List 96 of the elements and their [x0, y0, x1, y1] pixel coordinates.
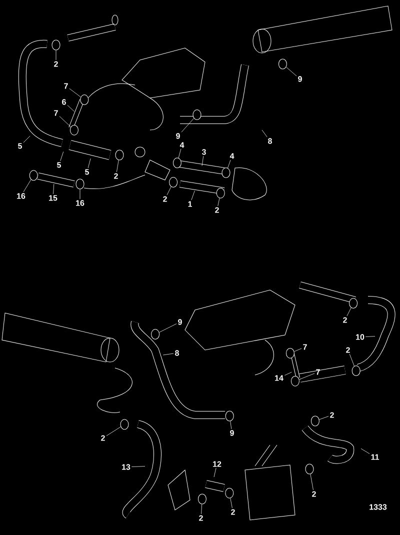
hose-clamp: [225, 410, 234, 422]
leader-line: [166, 186, 172, 196]
leader-line: [23, 179, 32, 192]
leader-line: [159, 324, 177, 333]
leader-line: [60, 152, 64, 162]
leader-line: [346, 308, 352, 316]
leader-line: [59, 116, 72, 128]
leader-line: [181, 118, 194, 132]
figure-number: 1333: [370, 504, 387, 510]
callout-number: 7: [316, 369, 320, 375]
callout-number: 5: [85, 169, 89, 175]
hose-clamp: [192, 110, 202, 120]
callout-number: 2: [312, 491, 316, 497]
callout-number: 9: [298, 76, 302, 82]
leader-line: [286, 66, 297, 76]
callout-number: 2: [199, 515, 203, 521]
callout-number: 4: [180, 142, 184, 148]
leader-line: [67, 104, 74, 112]
leader-line: [230, 498, 232, 508]
hose-clamp: [80, 94, 89, 106]
hose-clamp: [198, 494, 206, 504]
hose-clamp: [225, 488, 234, 498]
leader-line: [299, 373, 315, 380]
leader-line: [178, 148, 182, 158]
callout-number: 1: [188, 201, 192, 207]
leader-line: [162, 353, 174, 356]
callout-number: 12: [213, 461, 222, 467]
hose-clamp: [76, 178, 84, 190]
callout-number: 2: [101, 435, 105, 441]
callout-number: 16: [17, 193, 26, 199]
leader-line: [69, 88, 81, 98]
callout-number: 7: [54, 110, 58, 116]
callout-number: 8: [175, 350, 179, 356]
callout-number: 2: [346, 347, 350, 353]
callout-number: 5: [18, 143, 22, 149]
callout-number: 2: [114, 173, 118, 179]
leader-line: [310, 474, 314, 490]
leader-line: [214, 468, 216, 478]
hose-clamp: [286, 348, 294, 358]
leader-line: [218, 198, 220, 206]
hose-clamp: [352, 366, 360, 376]
hose-clamp: [349, 298, 358, 309]
hose-clamp: [216, 188, 225, 198]
callout-number: 10: [356, 334, 364, 340]
leader-line: [360, 448, 370, 454]
callout-number: 13: [122, 464, 130, 470]
hose-clamp: [310, 416, 320, 426]
leader-line: [131, 466, 146, 467]
leader-line: [23, 136, 30, 143]
callout-number: 7: [64, 83, 68, 89]
hose-clamp: [172, 158, 182, 168]
leader-line: [228, 160, 231, 168]
callout-number: 2: [231, 509, 235, 515]
callout-number: 15: [49, 195, 58, 201]
callout-number: 2: [330, 412, 334, 418]
callout-number: 2: [163, 196, 167, 202]
leader-line: [230, 420, 232, 430]
callout-number: 7: [303, 344, 307, 350]
hose-clamp: [169, 177, 178, 188]
leader-line: [191, 190, 195, 200]
callout-number: 9: [178, 319, 182, 325]
hose-clamp: [52, 40, 60, 50]
leader-line: [106, 426, 121, 436]
callout-number: 5: [57, 162, 61, 168]
leader-line: [116, 160, 119, 172]
leader-line: [319, 416, 329, 420]
callout-number: 9: [176, 133, 180, 139]
callout-number: 14: [275, 375, 284, 381]
leader-line: [53, 184, 54, 194]
leader-line: [365, 336, 376, 337]
leader-line: [349, 354, 354, 366]
callout-number: 16: [76, 200, 84, 206]
callout-number: 2: [343, 317, 347, 323]
callout-number: 3: [202, 149, 206, 155]
leader-line: [202, 156, 204, 166]
hose-clamp: [115, 150, 124, 160]
leader-line: [262, 130, 268, 138]
hose-clamp: [29, 170, 38, 181]
hose-clamp: [120, 419, 129, 430]
hose-clamp: [70, 124, 78, 136]
leader-line: [88, 158, 91, 168]
callout-number: 11: [371, 454, 379, 460]
hose-clamp: [290, 376, 300, 386]
callout-number: 8: [268, 138, 272, 144]
callout-number: 2: [215, 207, 219, 213]
leader-line: [284, 372, 292, 376]
callout-number: 4: [230, 153, 234, 159]
hose-clamp: [151, 329, 160, 340]
hose-clamp: [305, 464, 314, 474]
callout-number: 9: [230, 430, 234, 436]
callout-number: 6: [62, 99, 66, 105]
hose-clamp: [222, 168, 230, 178]
hose-clamp: [278, 58, 287, 70]
leader-line: [201, 504, 202, 514]
leader-line: [294, 348, 302, 352]
callout-number: 2: [54, 61, 58, 67]
